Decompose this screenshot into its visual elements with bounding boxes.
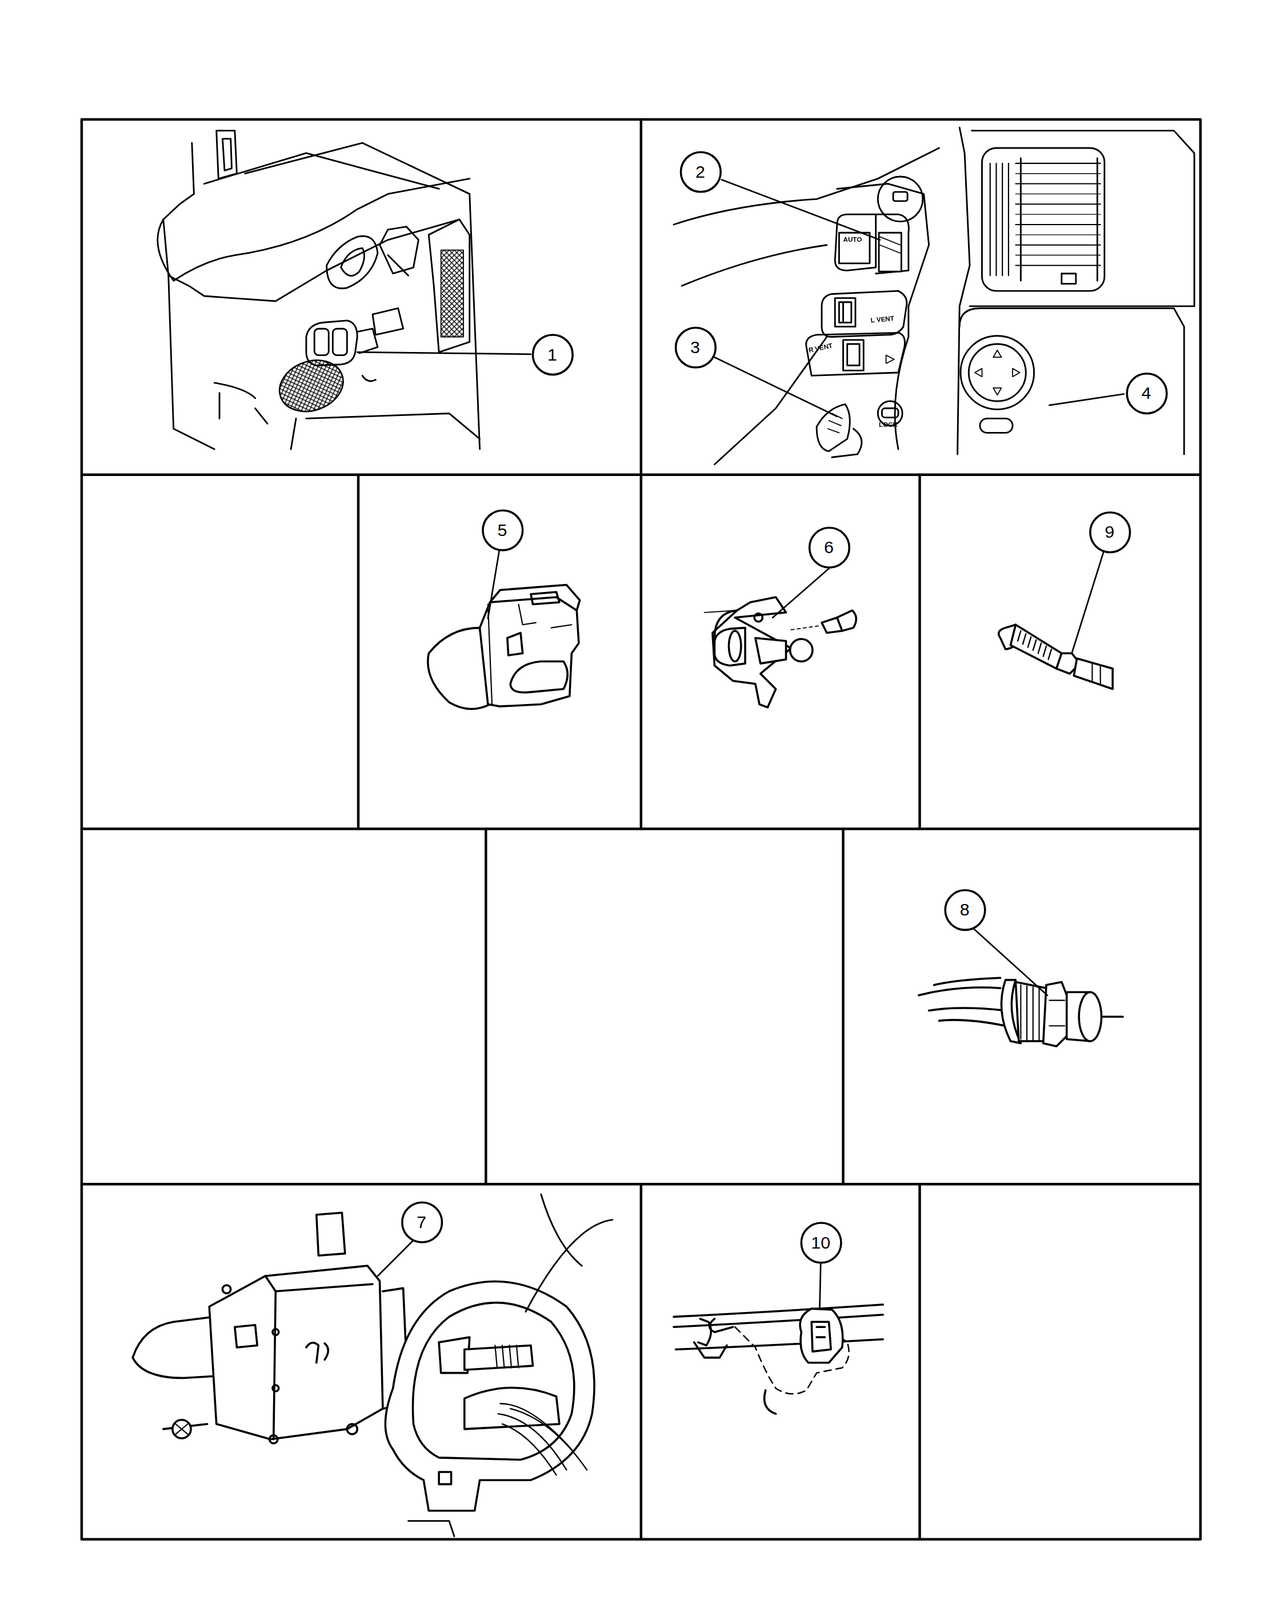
callout-number: 3 (690, 338, 700, 356)
callout-number: 1 (547, 345, 558, 363)
callout-number: 5 (497, 521, 507, 539)
callout-circle: 9 (1088, 510, 1131, 553)
callout-circle: 1 (531, 333, 574, 375)
callout-circle: 4 (1125, 372, 1167, 414)
callout-number: 2 (695, 162, 706, 180)
callout-circle: 7 (400, 1201, 443, 1243)
switch-label: L VENT (870, 315, 895, 324)
callout-number: 10 (810, 1233, 831, 1251)
callout-number: 6 (824, 538, 834, 556)
callout-circle: 3 (674, 326, 716, 368)
callout-circle: 2 (679, 150, 722, 192)
callout-number: 9 (1104, 523, 1115, 541)
callout-circle: 8 (943, 888, 986, 931)
callout-number: 8 (960, 900, 970, 918)
switch-label: R VENT (808, 342, 834, 354)
callout-circle: 10 (800, 1221, 842, 1263)
switch-label: AUTO (843, 236, 863, 244)
callout-circle: 6 (808, 526, 850, 568)
callout-number: 4 (1141, 384, 1152, 402)
switch-label: LOCK (878, 421, 898, 429)
callout-circle: 5 (481, 508, 523, 551)
callout-number: 7 (416, 1213, 427, 1231)
